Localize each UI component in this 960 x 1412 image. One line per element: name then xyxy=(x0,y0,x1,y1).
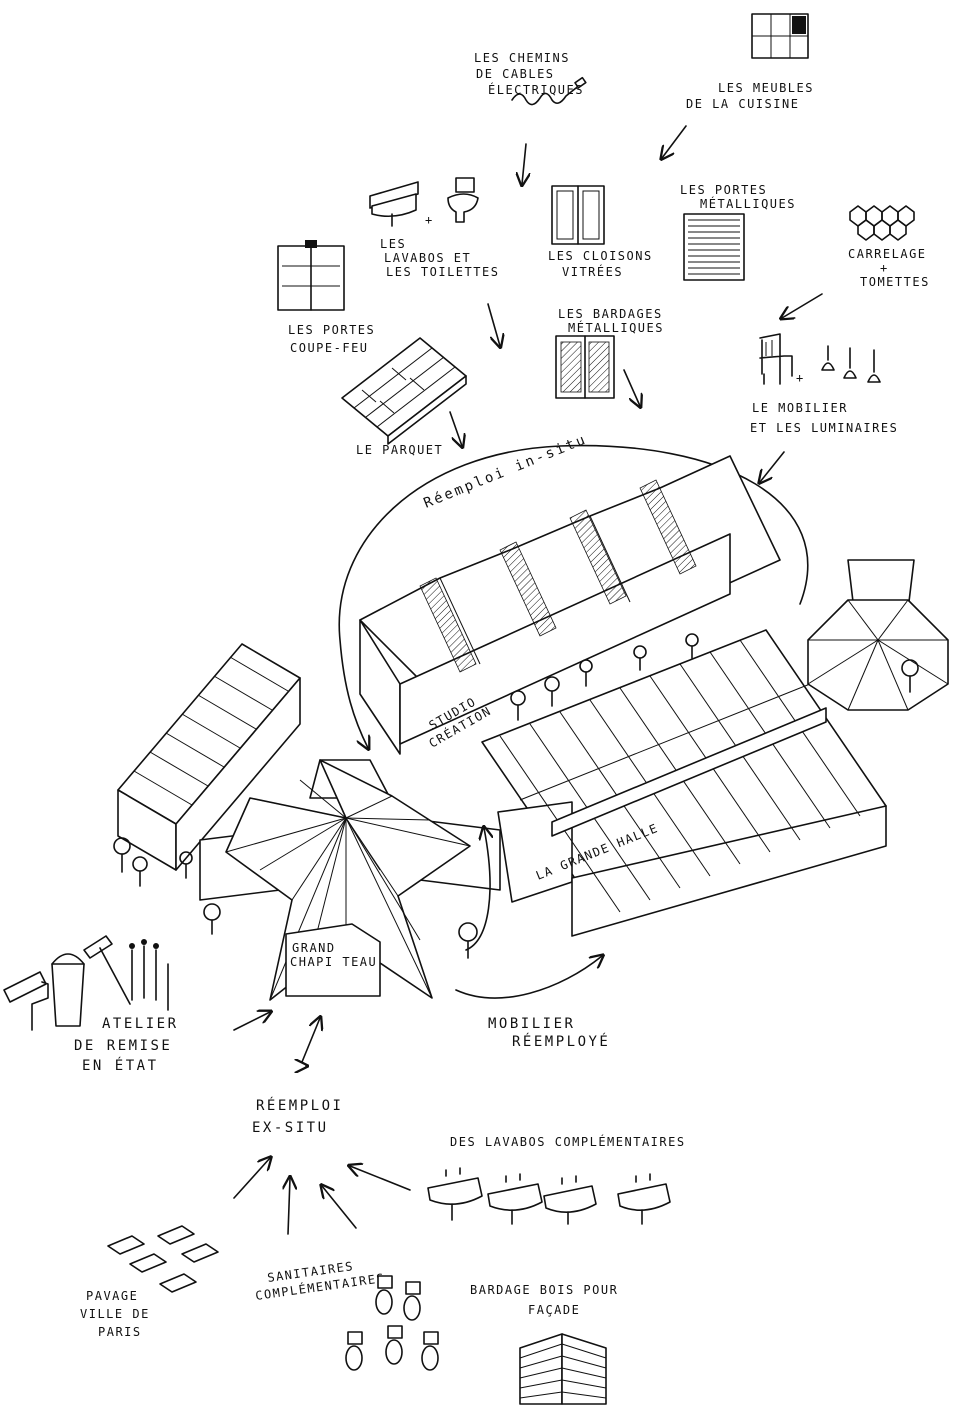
svg-text:EN ÉTAT: EN ÉTAT xyxy=(82,1057,159,1074)
label-cloisons: LES CLOISONS VITRÉES xyxy=(548,249,653,279)
label-ex-situ: RÉEMPLOI EX-SITU xyxy=(252,1097,343,1136)
svg-text:ATELIER: ATELIER xyxy=(102,1016,179,1032)
label-lavabos-compl: DES LAVABOS COMPLÉMENTAIRES xyxy=(450,1134,686,1149)
svg-text:LAVABOS ET: LAVABOS ET xyxy=(384,251,471,265)
svg-text:CHAPI TEAU: CHAPI TEAU xyxy=(290,955,377,969)
svg-text:PARIS: PARIS xyxy=(98,1325,142,1339)
svg-text:DE CABLES: DE CABLES xyxy=(476,67,555,81)
svg-text:MÉTALLIQUES: MÉTALLIQUES xyxy=(568,320,664,335)
label-sanitaires: SANITAIRES COMPLÉMENTAIRES xyxy=(254,1259,386,1303)
svg-text:RÉEMPLOYÉ: RÉEMPLOYÉ xyxy=(512,1033,610,1050)
sink-toilet-icon: + xyxy=(369,177,479,227)
svg-text:LE PARQUET: LE PARQUET xyxy=(356,443,443,457)
in-situ-arc xyxy=(338,444,809,748)
toilet-icon xyxy=(345,1275,439,1371)
svg-text:EX-SITU: EX-SITU xyxy=(252,1120,329,1136)
building-chapiteau xyxy=(199,759,501,1001)
svg-text:+: + xyxy=(880,261,889,275)
label-mobilier-reemploye: MOBILIER RÉEMPLOYÉ xyxy=(488,1016,610,1050)
metal-cladding-icon xyxy=(555,335,615,399)
svg-text:COUPE-FEU: COUPE-FEU xyxy=(290,341,369,355)
svg-text:VITRÉES: VITRÉES xyxy=(562,264,623,279)
parquet-icon xyxy=(341,337,467,445)
tree-icon xyxy=(113,633,919,959)
svg-text:LES CHEMINS: LES CHEMINS xyxy=(474,51,570,65)
tools-icon xyxy=(3,935,169,1031)
tile-hexagon-icon xyxy=(849,205,915,241)
svg-text:LES BARDAGES: LES BARDAGES xyxy=(558,307,663,321)
building-left-hall xyxy=(117,643,301,871)
chair-lamp-icon: + xyxy=(759,333,881,385)
svg-text:LES: LES xyxy=(380,237,406,251)
cable-icon xyxy=(511,76,587,106)
label-parquet: LE PARQUET xyxy=(356,443,443,457)
arrow-chapiteau-halle xyxy=(455,956,602,999)
svg-text:+: + xyxy=(796,371,805,385)
svg-text:RÉEMPLOI: RÉEMPLOI xyxy=(256,1097,343,1114)
building-pavilion xyxy=(807,559,949,711)
svg-text:DE REMISE: DE REMISE xyxy=(74,1038,172,1054)
svg-text:FAÇADE: FAÇADE xyxy=(528,1303,580,1317)
svg-text:CARRELAGE: CARRELAGE xyxy=(848,247,927,261)
label-meubles: LES MEUBLES DE LA CUISINE xyxy=(686,81,814,111)
svg-text:TOMETTES: TOMETTES xyxy=(860,275,930,289)
svg-text:GRAND: GRAND xyxy=(292,941,336,955)
svg-text:DES LAVABOS COMPLÉMENTAIRES: DES LAVABOS COMPLÉMENTAIRES xyxy=(450,1134,686,1149)
label-mobilier: LE MOBILIER ET LES LUMINAIRES xyxy=(750,401,898,435)
label-carrelage: CARRELAGE + TOMETTES xyxy=(848,247,930,289)
metal-door-icon xyxy=(683,213,745,281)
building-studio xyxy=(359,455,781,755)
svg-text:VILLE DE: VILLE DE xyxy=(80,1307,150,1321)
in-situ-title: Réemploi in-situ xyxy=(422,431,590,511)
in-situ-arrows xyxy=(449,125,823,482)
svg-text:+: + xyxy=(425,213,434,227)
label-bardage-bois: BARDAGE BOIS POUR FAÇADE xyxy=(470,1283,618,1317)
glass-partition-icon xyxy=(551,185,605,245)
svg-text:LES PORTES: LES PORTES xyxy=(680,183,767,197)
arrow-chapiteau-studio xyxy=(465,828,490,951)
svg-text:BARDAGE BOIS POUR: BARDAGE BOIS POUR xyxy=(470,1283,618,1297)
svg-text:LES PORTES: LES PORTES xyxy=(288,323,375,337)
paving-stone-icon xyxy=(107,1225,219,1293)
svg-text:LES TOILETTES: LES TOILETTES xyxy=(386,265,499,279)
svg-text:ET LES LUMINAIRES: ET LES LUMINAIRES xyxy=(750,421,898,435)
wood-cladding-icon xyxy=(519,1333,607,1405)
fire-door-icon xyxy=(277,240,345,311)
label-bardages: LES BARDAGES MÉTALLIQUES xyxy=(558,307,664,335)
ex-situ-arrows xyxy=(233,1158,411,1235)
label-chapiteau: GRAND CHAPI TEAU xyxy=(290,941,377,969)
svg-text:MOBILIER: MOBILIER xyxy=(488,1016,575,1032)
label-cables: LES CHEMINS DE CABLES ÉLECTRIQUES xyxy=(474,51,584,97)
svg-text:MÉTALLIQUES: MÉTALLIQUES xyxy=(700,196,796,211)
label-pavage: PAVAGE VILLE DE PARIS xyxy=(80,1289,150,1339)
svg-text:PAVAGE: PAVAGE xyxy=(86,1289,138,1303)
svg-text:LES MEUBLES: LES MEUBLES xyxy=(718,81,814,95)
svg-text:LES CLOISONS: LES CLOISONS xyxy=(548,249,653,263)
kitchen-cabinet-icon xyxy=(751,13,809,59)
label-coupe-feu: LES PORTES COUPE-FEU xyxy=(288,323,375,355)
label-portes-metal: LES PORTES MÉTALLIQUES xyxy=(680,183,796,211)
label-atelier: ATELIER DE REMISE EN ÉTAT xyxy=(74,1016,179,1074)
sink-icon xyxy=(427,1167,671,1225)
ex-situ-arrows-up xyxy=(233,1012,320,1067)
building-grande-halle xyxy=(481,629,887,937)
svg-text:DE LA CUISINE: DE LA CUISINE xyxy=(686,97,799,111)
label-lavabos: LES LAVABOS ET LES TOILETTES xyxy=(380,237,499,279)
svg-text:ÉLECTRIQUES: ÉLECTRIQUES xyxy=(488,82,584,97)
svg-text:LE MOBILIER: LE MOBILIER xyxy=(752,401,848,415)
